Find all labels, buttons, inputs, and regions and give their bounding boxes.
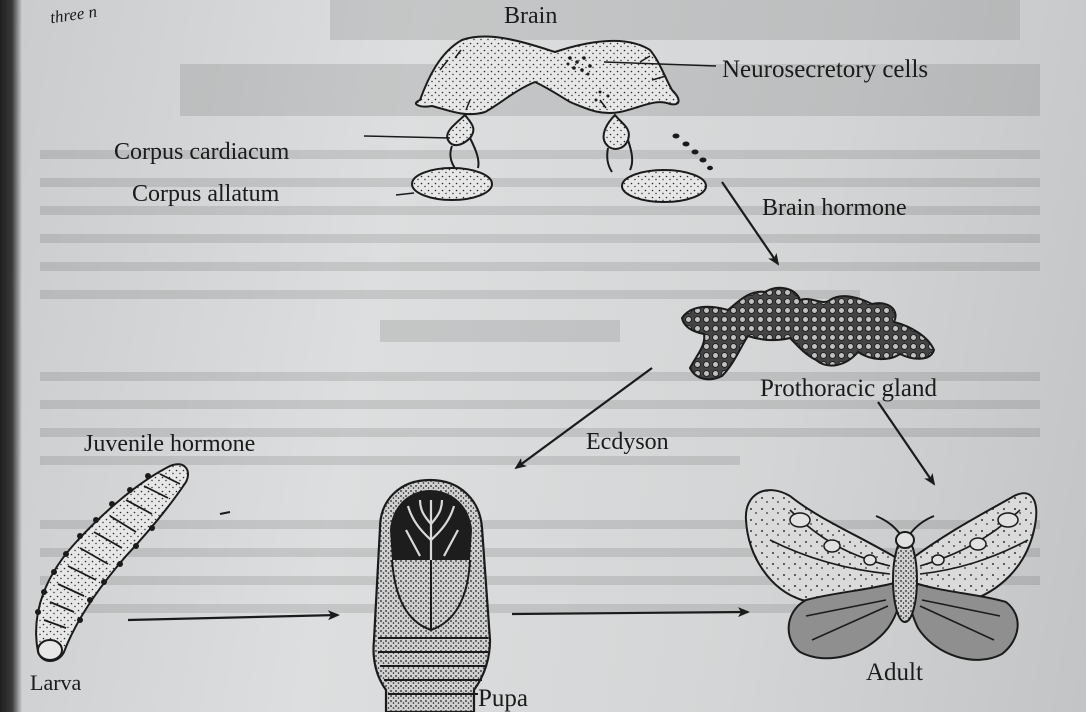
label-corpus-allatum: Corpus allatum xyxy=(132,182,279,206)
label-larva: Larva xyxy=(30,672,81,694)
adult-moth xyxy=(746,490,1036,660)
label-ecdyson: Ecdyson xyxy=(586,430,669,454)
label-brain: Brain xyxy=(504,4,557,28)
hormone-release-dots xyxy=(673,134,714,171)
pupa xyxy=(374,480,491,712)
corpus-cardiacum xyxy=(447,115,632,172)
pupa-to-adult-arrow xyxy=(512,612,748,614)
gland-to-adult-arrow xyxy=(878,402,934,484)
label-juvenile-hormone: Juvenile hormone xyxy=(84,432,255,456)
label-brain-hormone: Brain hormone xyxy=(762,196,907,220)
label-prothoracic-gland: Prothoracic gland xyxy=(760,376,937,401)
label-neurosecretory-cells: Neurosecretory cells xyxy=(722,57,928,82)
larva xyxy=(35,464,230,661)
corpus-allatum xyxy=(412,168,706,202)
label-pupa: Pupa xyxy=(478,686,528,711)
label-corpus-cardiacum: Corpus cardiacum xyxy=(114,140,289,164)
larva-to-pupa-arrow xyxy=(128,615,338,620)
brain xyxy=(416,37,679,115)
prothoracic-gland xyxy=(682,288,934,379)
label-adult: Adult xyxy=(866,660,923,685)
